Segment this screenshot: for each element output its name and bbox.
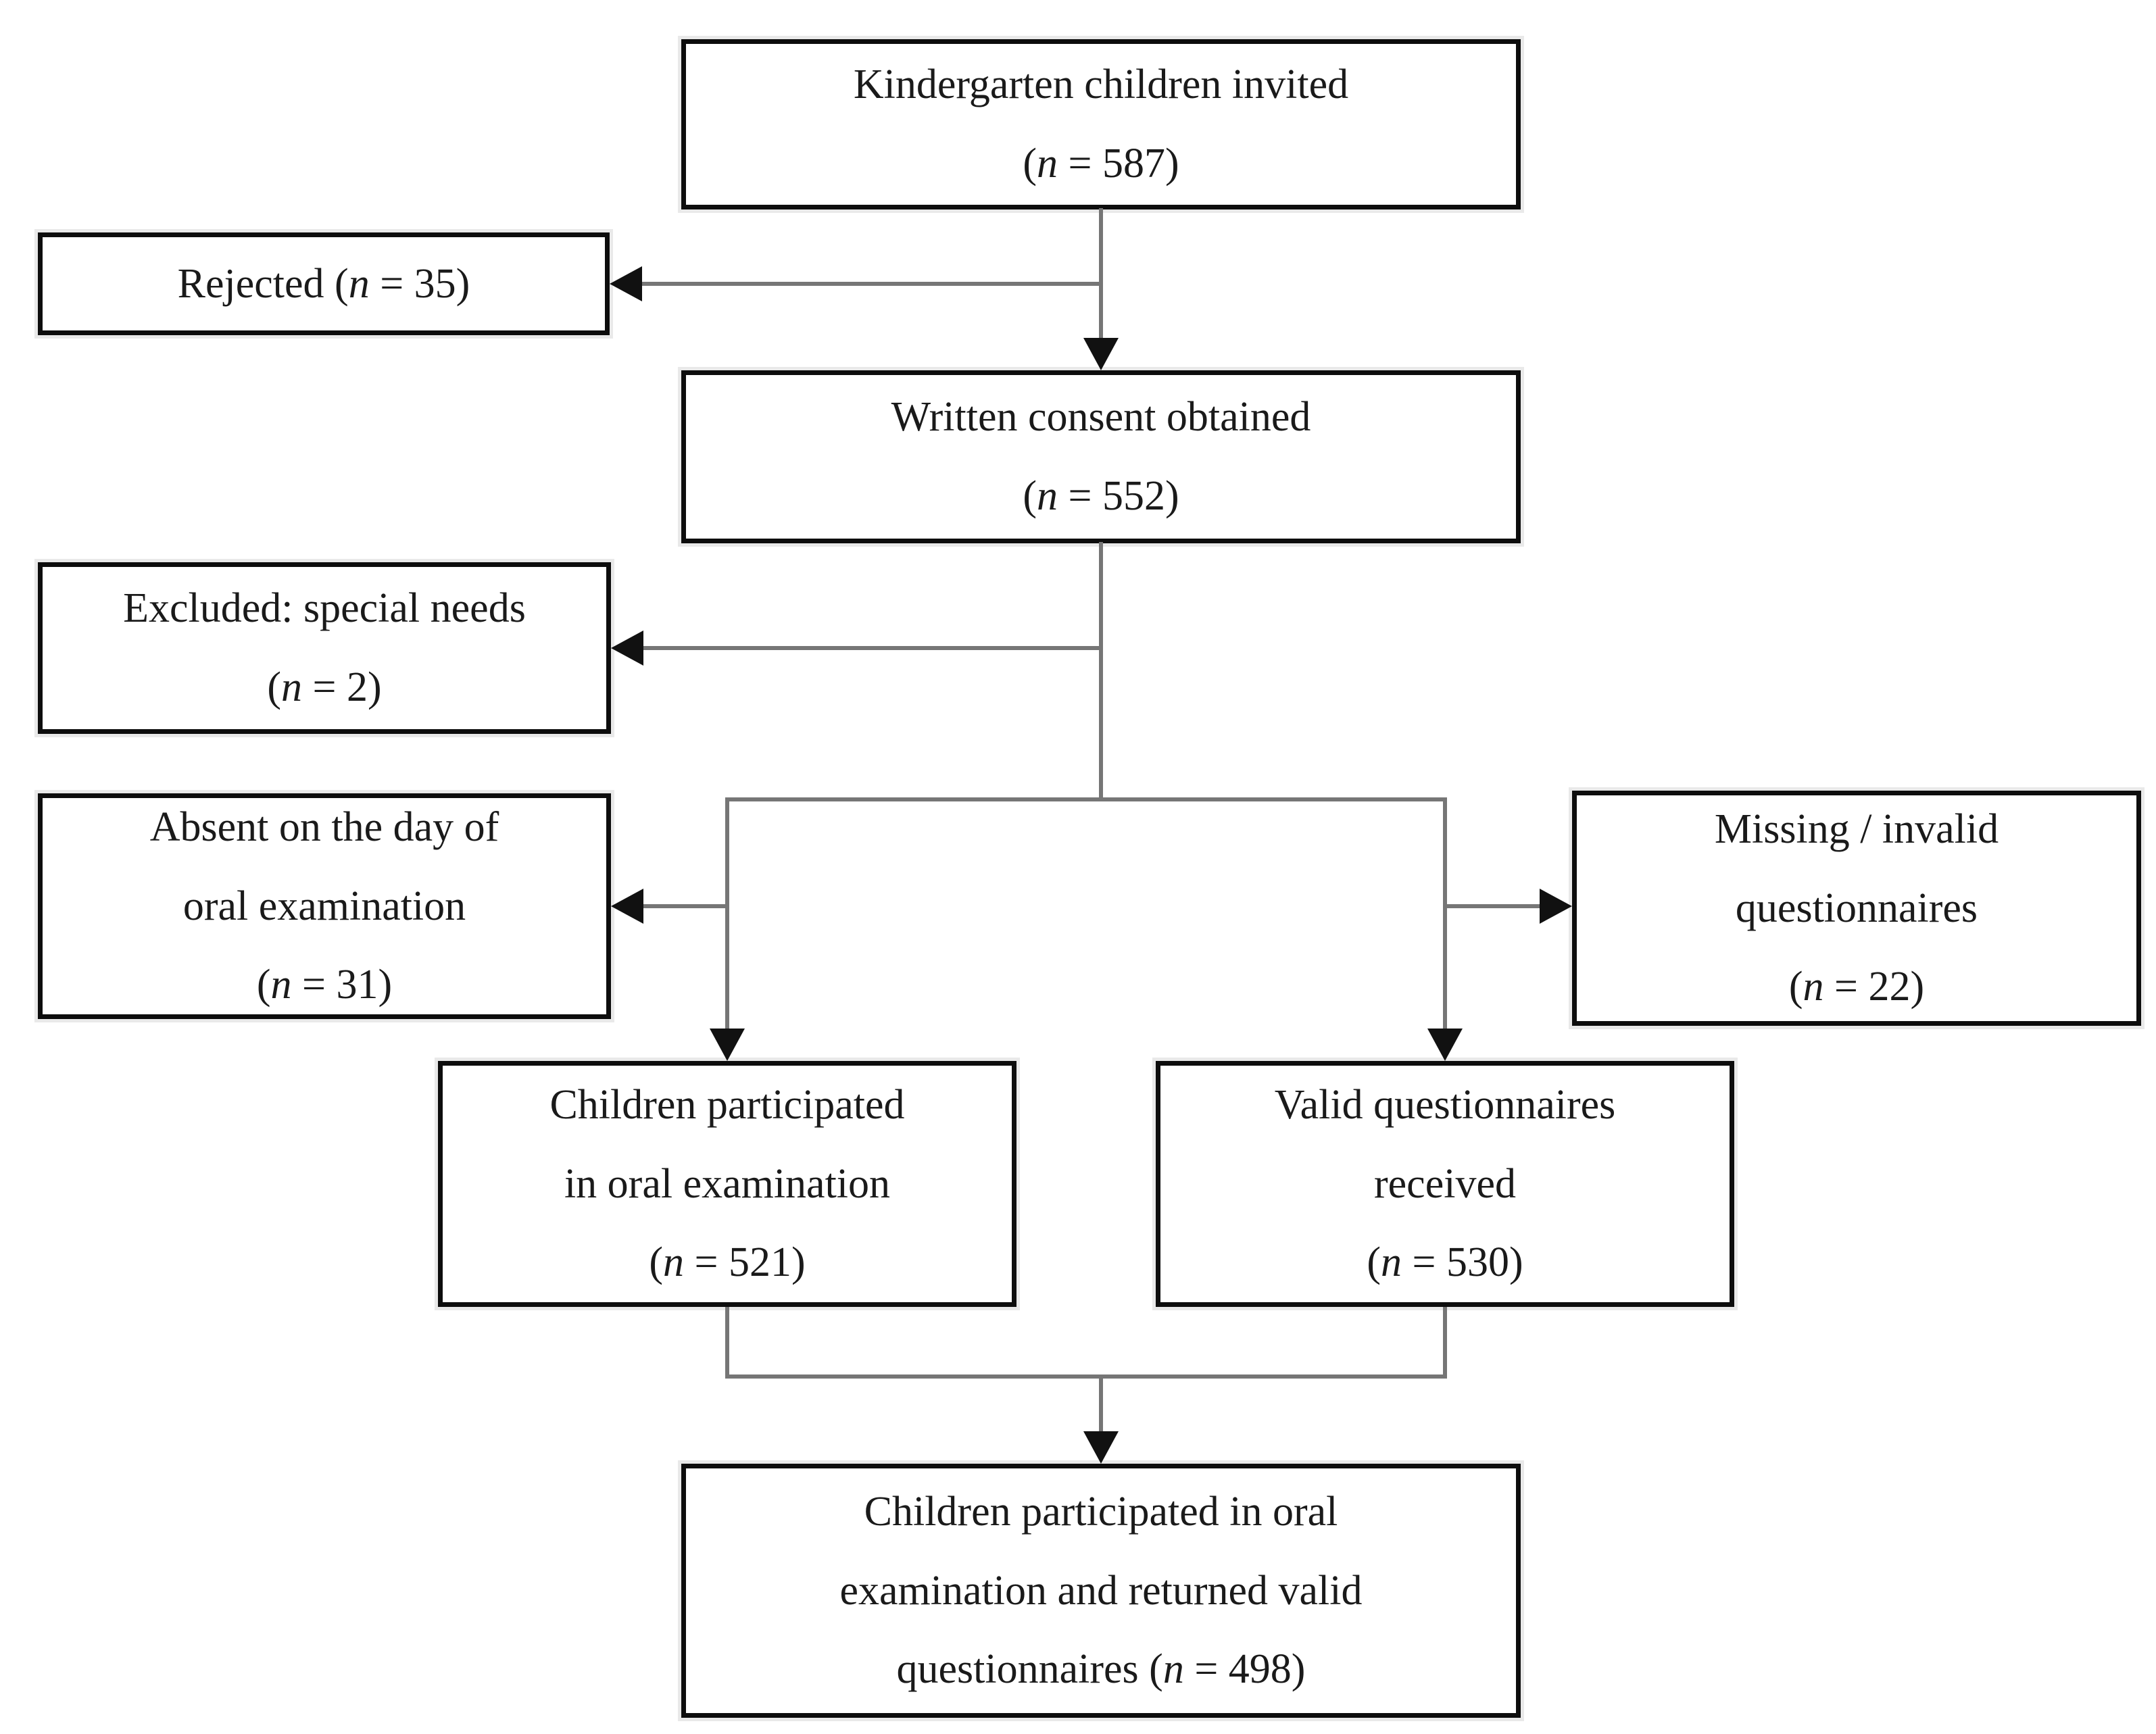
arrowhead-into-excluded [611, 630, 643, 666]
arrowhead-into-consent [1083, 338, 1119, 370]
box-written-consent: Written consent obtained(n = 552) [681, 370, 1521, 543]
box-rejected: Rejected (n = 35) [38, 232, 610, 335]
box-kindergarten-invited: Kindergarten children invited(n = 587) [681, 39, 1521, 209]
connector-merge-horizontal [725, 1374, 1447, 1379]
connector-to-absent [641, 904, 727, 908]
connector-consent-to-split [1099, 542, 1103, 801]
connector-merge-right-vertical [1443, 1307, 1447, 1377]
arrowhead-into-absent [611, 889, 643, 924]
connector-merge-left-vertical [725, 1307, 729, 1377]
connector-split-horizontal [725, 797, 1447, 801]
connector-invited-to-consent [1099, 208, 1103, 341]
arrowhead-into-children [710, 1029, 745, 1061]
connector-to-excluded [641, 646, 1101, 650]
connector-to-rejected [639, 282, 1101, 286]
connector-to-missing [1443, 904, 1542, 908]
connector-split-right-vertical [1443, 797, 1447, 1030]
connector-split-left-vertical [725, 797, 729, 1030]
arrowhead-into-valid [1427, 1029, 1463, 1061]
arrowhead-into-final [1083, 1431, 1119, 1464]
connector-merge-to-final [1099, 1374, 1103, 1431]
arrowhead-into-missing [1540, 889, 1572, 924]
arrowhead-into-rejected [610, 266, 642, 301]
box-excluded-special-needs: Excluded: special needs(n = 2) [38, 562, 611, 734]
